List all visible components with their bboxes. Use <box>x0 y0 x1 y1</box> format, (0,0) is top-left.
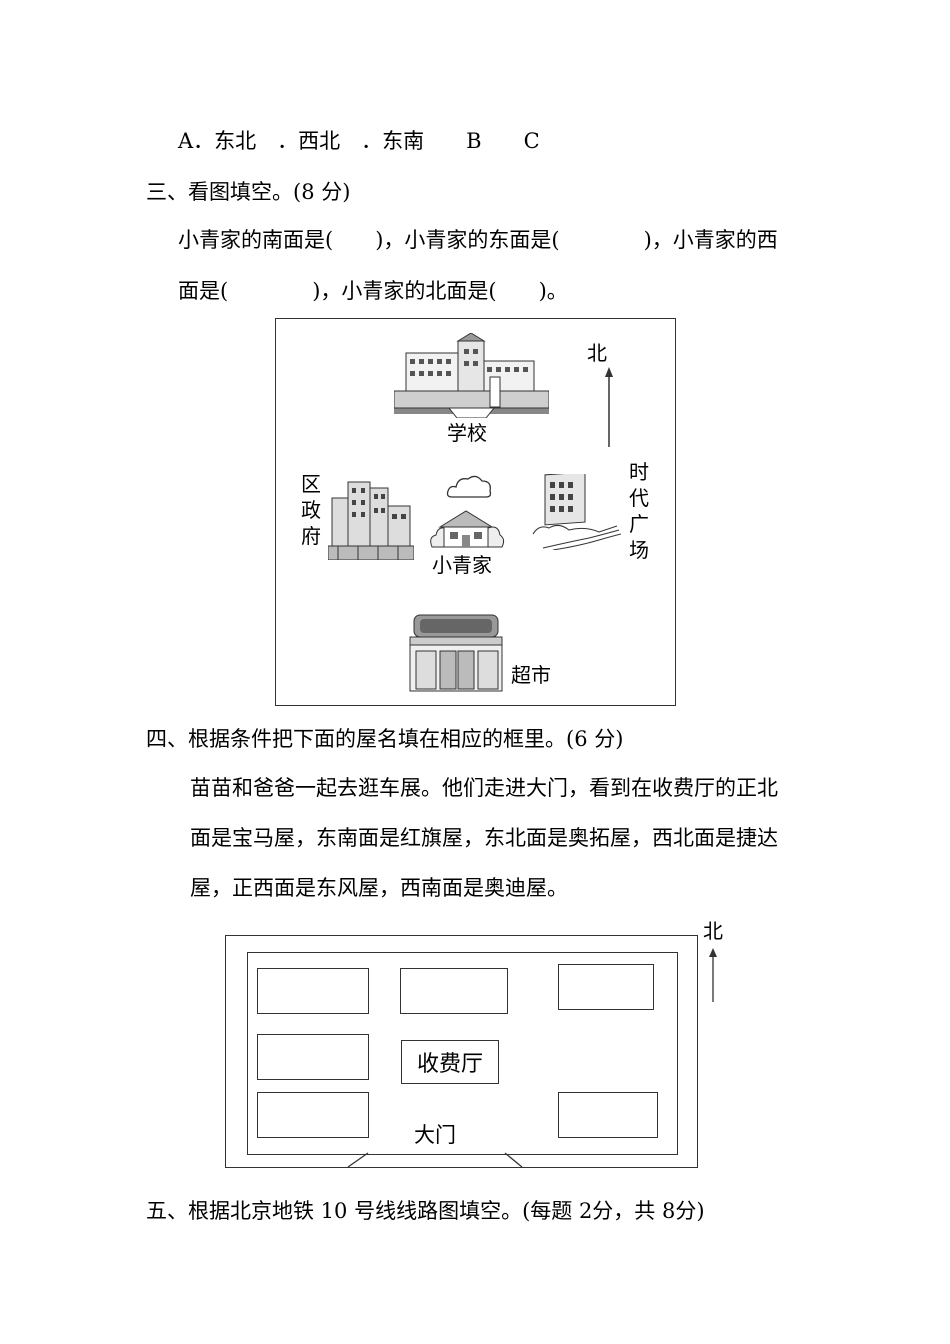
q2-options: A．东北 ．西北 ．东南 B C <box>178 129 540 153</box>
house-box-southwest[interactable] <box>257 1092 369 1138</box>
section5-title: 五、根据北京地铁 10 号线线路图填空。(每题 2分，共 8分) <box>146 1199 705 1223</box>
cloud-icon <box>446 475 492 498</box>
map-district-gov-label: 区政府 <box>301 472 321 548</box>
section4-line3: 屋，正西面是东风屋，西南面是奥迪屋。 <box>190 876 568 900</box>
square-icon <box>532 474 621 550</box>
diagram-north-label: 北 <box>703 919 723 943</box>
diagram-north-arrow-icon <box>709 948 717 1002</box>
map-market-label: 超市 <box>511 663 551 687</box>
section3-title: 三、看图填空。(8 分) <box>146 180 351 204</box>
north-arrow-icon <box>605 367 613 447</box>
map-north-label: 北 <box>587 341 607 365</box>
section3-line2: 面是( )，小青家的北面是( )。 <box>178 279 568 303</box>
house-box-west[interactable] <box>257 1034 369 1080</box>
supermarket-icon <box>409 614 503 692</box>
house-box-northeast[interactable] <box>558 964 654 1010</box>
school-icon <box>394 333 549 418</box>
house-box-northwest[interactable] <box>257 968 369 1014</box>
house-box-north[interactable] <box>400 968 508 1014</box>
direction-map: 北 学校 区政府 <box>275 318 676 706</box>
district-gov-icon <box>328 481 414 560</box>
toll-hall: 收费厅 <box>401 1040 499 1084</box>
map-school-label: 学校 <box>447 421 487 445</box>
gate-lines <box>347 1152 523 1168</box>
gate-label: 大门 <box>414 1123 456 1147</box>
map-home-label: 小青家 <box>432 553 492 577</box>
house-box-southeast[interactable] <box>558 1092 658 1138</box>
section4-title: 四、根据条件把下面的屋名填在相应的框里。(6 分) <box>146 727 624 751</box>
home-icon <box>430 510 505 548</box>
map-square-label: 时代广场 <box>629 460 649 562</box>
section3-line1: 小青家的南面是( )，小青家的东面是( )，小青家的西 <box>178 228 778 252</box>
section4-line1: 苗苗和爸爸一起去逛车展。他们走进大门，看到在收费厅的正北 <box>190 776 778 800</box>
section4-line2: 面是宝马屋，东南面是红旗屋，东北面是奥拓屋，西北面是捷达 <box>190 826 778 850</box>
